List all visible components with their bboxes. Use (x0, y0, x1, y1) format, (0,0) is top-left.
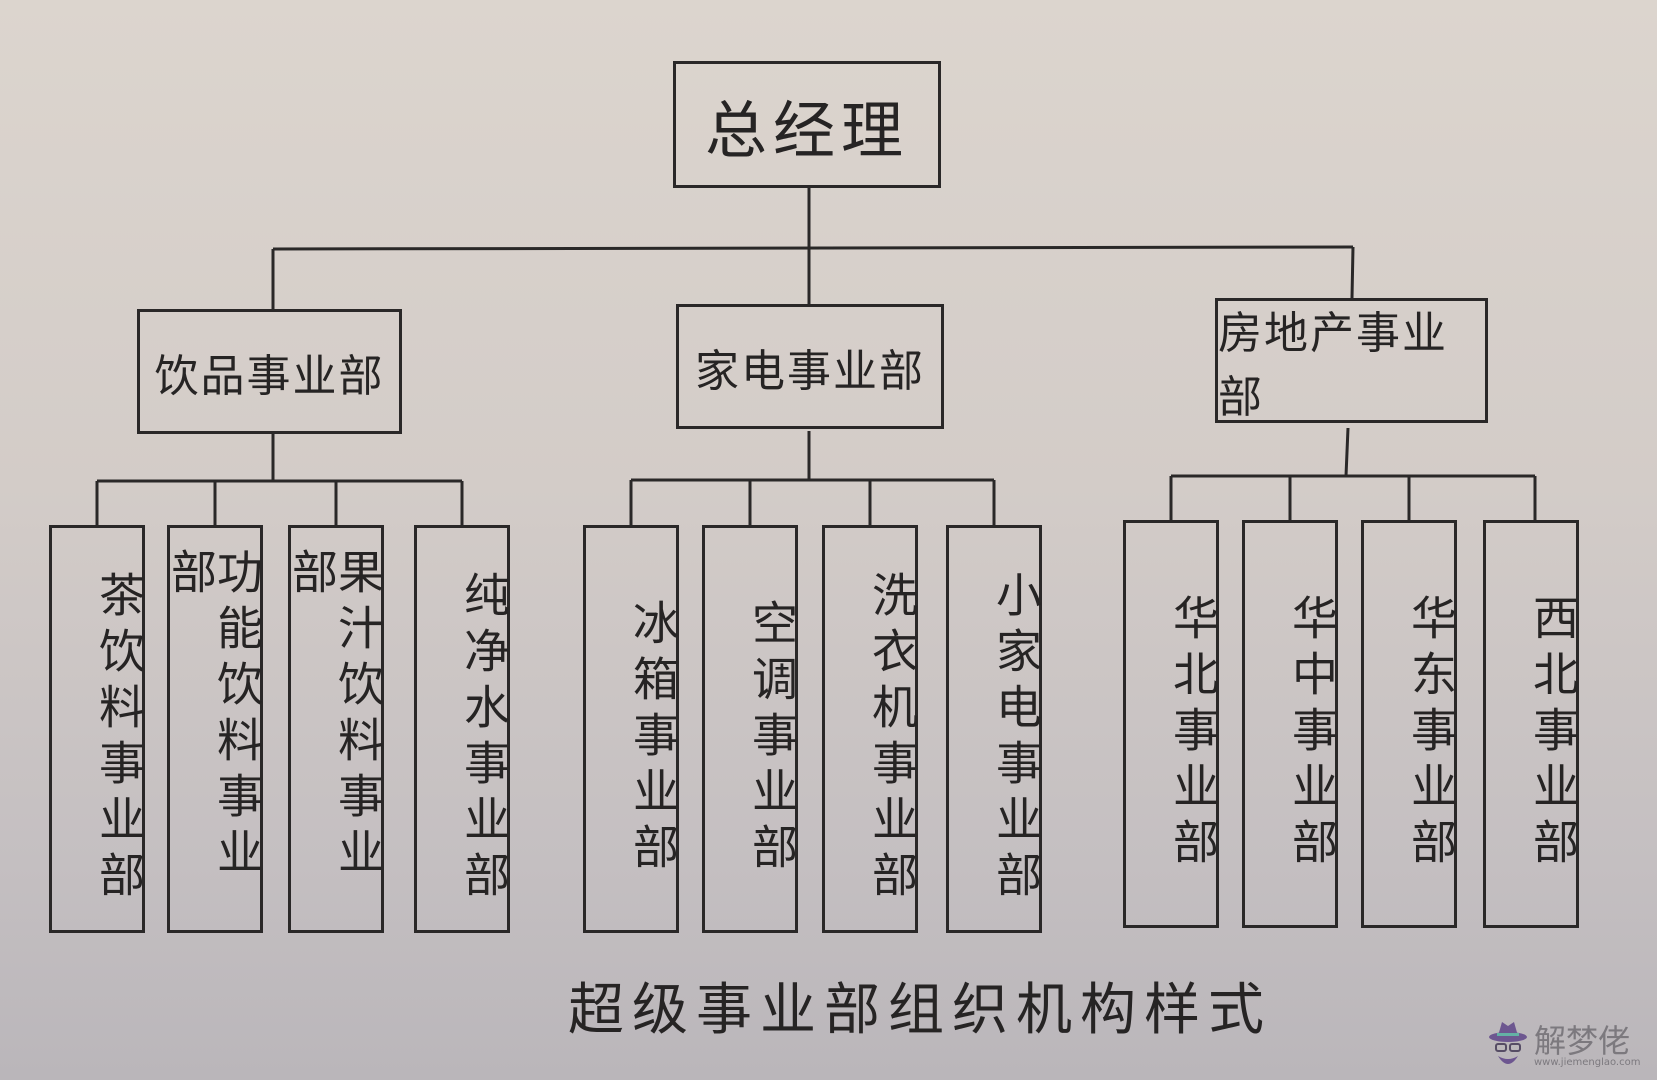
division-label: 饮品事业部 (154, 350, 385, 402)
hat-mascot-icon (1489, 1022, 1527, 1064)
unit-label: 西北事业部 (1526, 594, 1580, 874)
leaf-connectors (95, 476, 1537, 525)
watermark-name: 解梦佬 (1534, 1021, 1631, 1060)
unit-node: 纯净水事业部 (414, 525, 511, 933)
division-label: 家电事业部 (695, 345, 925, 397)
unit-node: 洗衣机事业部 (822, 525, 919, 933)
diagram-caption: 超级事业部组织机构样式 (568, 978, 1272, 1043)
unit-label: 果汁饮料事业部 (285, 548, 385, 884)
watermark: 解梦佬 www.jiemenglao.com (1488, 1020, 1640, 1072)
division-node-appliance: 家电事业部 (676, 304, 944, 429)
unit-label: 功能饮料事业部 (164, 548, 264, 884)
unit-label: 茶饮料事业部 (92, 571, 146, 907)
unit-label: 冰箱事业部 (626, 599, 680, 879)
unit-node: 华东事业部 (1361, 520, 1458, 928)
unit-node: 茶饮料事业部 (49, 525, 146, 933)
unit-label: 空调事业部 (745, 599, 799, 879)
unit-label: 洗衣机事业部 (865, 571, 919, 907)
unit-node: 空调事业部 (702, 525, 799, 933)
connector-div-3-down (1344, 427, 1350, 477)
unit-label: 华东事业部 (1404, 594, 1458, 874)
unit-node: 华中事业部 (1242, 520, 1339, 928)
unit-node: 小家电事业部 (946, 525, 1043, 933)
unit-label: 小家电事业部 (989, 571, 1043, 907)
unit-label: 华北事业部 (1166, 594, 1220, 874)
division-node-real-estate: 房地产事业部 (1215, 298, 1488, 423)
watermark-url: www.jiemenglao.com (1534, 1056, 1641, 1068)
root-node-general-manager: 总经理 (673, 61, 941, 188)
unit-node: 冰箱事业部 (583, 525, 680, 933)
unit-node: 西北事业部 (1483, 520, 1580, 928)
division-node-beverage: 饮品事业部 (137, 309, 402, 434)
unit-node: 功能饮料事业部 (164, 525, 264, 933)
unit-label: 纯净水事业部 (457, 571, 511, 907)
connector-div-3 (1350, 246, 1355, 299)
unit-node: 果汁饮料事业部 (285, 525, 385, 933)
root-label: 总经理 (704, 93, 909, 167)
connector-division-bus (272, 245, 1354, 251)
unit-label: 华中事业部 (1285, 594, 1339, 874)
unit-node: 华北事业部 (1123, 520, 1220, 928)
division-label: 房地产事业部 (1218, 307, 1448, 423)
